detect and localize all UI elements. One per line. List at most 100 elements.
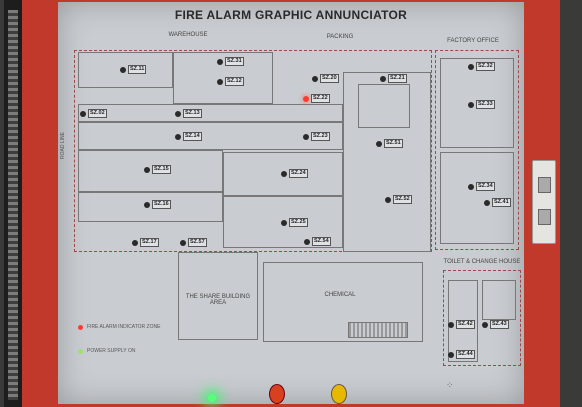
zone-lamp [468, 63, 474, 70]
room [78, 122, 343, 150]
zone-indicator: SZ.16 [144, 200, 171, 209]
zone-lamp [144, 166, 150, 173]
zone-label: SZ.32 [476, 62, 495, 71]
road-line-label: ROAD LINE [60, 132, 66, 159]
zone-label: SZ.22 [311, 94, 330, 103]
legend-alarm-text: FIRE ALARM INDICATOR ZONE [87, 324, 161, 330]
zone-label: SZ.21 [388, 74, 407, 83]
zone-label: SZ.23 [311, 132, 330, 141]
legend-power-dot [78, 348, 83, 354]
zone-lamp [144, 201, 150, 208]
zone-label: SZ.54 [312, 237, 331, 246]
zone-indicator: SZ.31 [217, 57, 244, 66]
zone-label: SZ.31 [225, 57, 244, 66]
zone-label: SZ.33 [476, 100, 495, 109]
legend-alarm-dot [78, 324, 83, 330]
zone-label: SZ.41 [492, 198, 511, 207]
panel-title: FIRE ALARM GRAPHIC ANNUNCIATOR [174, 8, 408, 22]
zone-lamp [312, 75, 318, 82]
toilet-change-label: TOILET & CHANGE HOUSE [443, 259, 521, 265]
zone-indicator: SZ.14 [175, 132, 202, 141]
toilet-outline [443, 270, 521, 366]
zone-label: SZ.14 [183, 132, 202, 141]
zone-indicator: SZ.42 [448, 320, 475, 329]
zone-lamp [281, 170, 287, 177]
zone-lamp [303, 133, 309, 140]
zone-label: SZ.43 [490, 320, 509, 329]
power-on-lamp [208, 394, 216, 402]
zone-lamp [468, 183, 474, 190]
conduit-cable [8, 10, 18, 400]
zone-label: SZ.02 [88, 109, 107, 118]
packing-room [343, 72, 431, 252]
room [173, 52, 273, 104]
room [440, 58, 514, 148]
annunciator-panel: FIRE ALARM GRAPHIC ANNUNCIATOR WAREHOUSE… [58, 2, 524, 404]
zone-lamp [132, 239, 138, 246]
zone-lamp [120, 66, 126, 73]
zone-indicator: SZ.12 [217, 77, 244, 86]
packing-label: PACKING [326, 34, 354, 40]
room [448, 280, 478, 362]
zone-indicator: SZ.23 [303, 132, 330, 141]
zone-indicator: SZ.15 [144, 165, 171, 174]
zone-indicator: SZ.33 [468, 100, 495, 109]
zone-indicator: SZ.17 [132, 238, 159, 247]
room [223, 196, 343, 248]
key-switch-panel[interactable] [532, 160, 556, 244]
zone-lamp [281, 219, 287, 226]
zone-indicator: SZ.20 [312, 74, 339, 83]
zone-indicator: SZ.52 [385, 195, 412, 204]
warehouse-outline [74, 50, 432, 252]
zone-lamp [376, 140, 382, 147]
key-switch[interactable] [538, 177, 551, 193]
zone-label: SZ.57 [188, 238, 207, 247]
zone-lamp [484, 199, 490, 206]
zone-indicator: SZ.41 [484, 198, 511, 207]
legend-power-text: POWER SUPPLY ON [87, 348, 136, 354]
zone-indicator: SZ.32 [468, 62, 495, 71]
room [440, 152, 514, 244]
zone-indicator: SZ.54 [304, 237, 331, 246]
chemical-building [263, 262, 423, 342]
zone-lamp [180, 239, 186, 246]
zone-label: SZ.16 [152, 200, 171, 209]
zone-label: SZ.20 [320, 74, 339, 83]
legend-power: POWER SUPPLY ON [78, 348, 135, 354]
zone-indicator: SZ.25 [281, 218, 308, 227]
legend-alarm: FIRE ALARM INDICATOR ZONE [78, 324, 160, 330]
room [223, 152, 343, 196]
stairs [348, 322, 408, 338]
factory-office-label: FACTORY OFFICE [447, 38, 499, 44]
zone-indicator: SZ.43 [482, 320, 509, 329]
zone-lamp [380, 75, 386, 82]
share-building-label: THE SHARE BUILDING AREA [185, 294, 251, 306]
zone-indicator: SZ.51 [376, 139, 403, 148]
zone-lamp [175, 110, 181, 117]
warehouse-label: WAREHOUSE [168, 32, 208, 38]
zone-indicator: SZ.11 [120, 65, 147, 74]
zone-lamp-lit [303, 95, 309, 102]
zone-indicator: SZ.24 [281, 169, 308, 178]
zone-indicator: SZ.57 [180, 238, 207, 247]
zone-lamp [385, 196, 391, 203]
zone-label: SZ.15 [152, 165, 171, 174]
zone-label: SZ.34 [476, 182, 495, 191]
buzzer-icon: ⁘ [446, 380, 454, 390]
zone-lamp [217, 58, 223, 65]
room [482, 280, 516, 320]
zone-lamp [80, 110, 86, 117]
zone-indicator: SZ.02 [80, 109, 107, 118]
zone-lamp [217, 78, 223, 85]
zone-label: SZ.12 [225, 77, 244, 86]
room [78, 52, 173, 88]
room [358, 84, 410, 128]
room [78, 150, 223, 192]
zone-label: SZ.51 [384, 139, 403, 148]
share-building [178, 252, 258, 340]
zone-indicator: SZ.44 [448, 350, 475, 359]
zone-lamp [448, 351, 454, 358]
reset-switch[interactable] [538, 209, 551, 225]
room [78, 104, 343, 122]
zone-indicator: SZ.21 [380, 74, 407, 83]
